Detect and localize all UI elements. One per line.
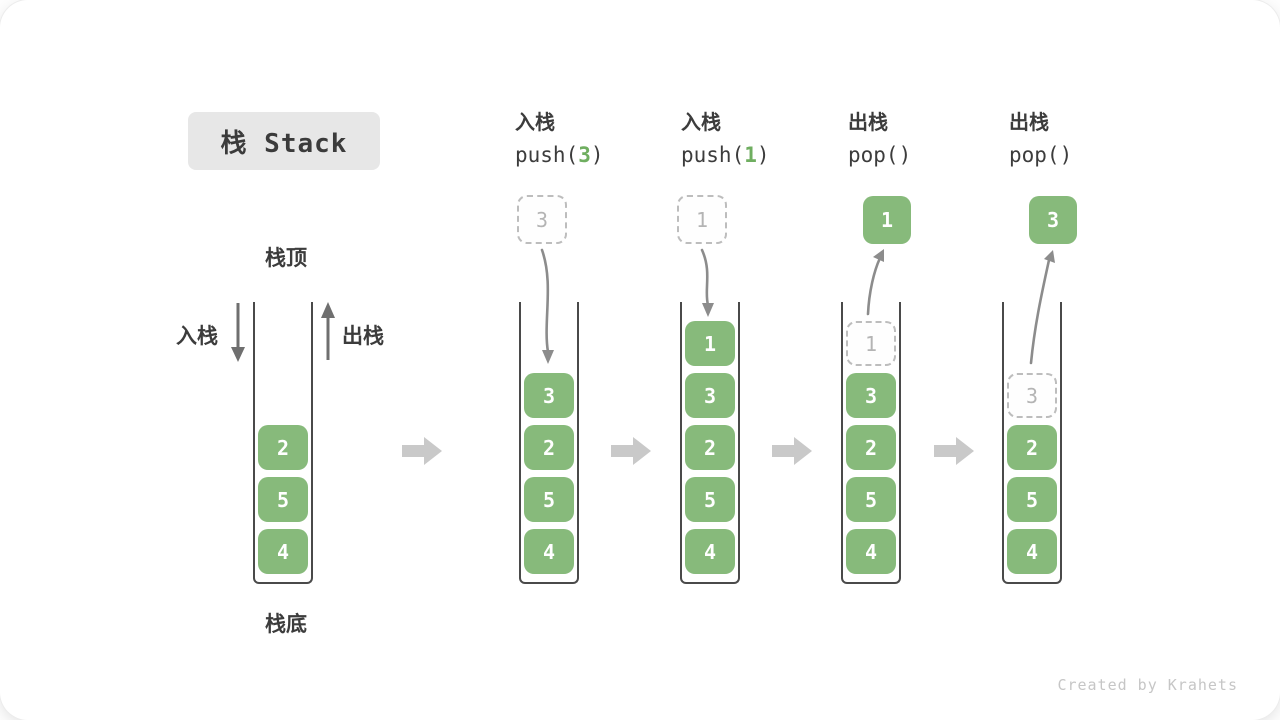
title-box: 栈 Stack (188, 112, 380, 170)
push-direction-label: 入栈 (176, 325, 218, 348)
stack-element: 5 (258, 477, 308, 522)
code-suffix: ) (1059, 143, 1073, 167)
removed-element-slot: 1 (846, 321, 896, 366)
stack-bottom-label: 栈底 (265, 613, 307, 636)
stack-element: 4 (1007, 529, 1057, 574)
flow-arrow-icon (402, 437, 442, 465)
incoming-element-1: 1 (677, 195, 727, 244)
code-prefix: pop( (848, 143, 899, 167)
stack-element: 3 (846, 373, 896, 418)
stack-element: 2 (524, 425, 574, 470)
stack-element: 2 (685, 425, 735, 470)
operation-code: push(3) (515, 143, 665, 167)
operation-header-pop-3: 出栈 pop() (1009, 106, 1159, 167)
stack-element: 4 (846, 529, 896, 574)
stack-element: 2 (1007, 425, 1057, 470)
stack-element: 3 (685, 373, 735, 418)
flow-arrow-icon (611, 437, 651, 465)
stack-element: 4 (258, 529, 308, 574)
code-prefix: pop( (1009, 143, 1060, 167)
operation-name: 出栈 (1009, 112, 1049, 134)
operation-code: pop() (848, 143, 998, 167)
flow-arrow-icon (772, 437, 812, 465)
pop-up-arrow-icon (321, 302, 335, 360)
stack-element: 5 (524, 477, 574, 522)
page-title: 栈 Stack (220, 128, 348, 159)
code-argument: 1 (744, 143, 757, 167)
flow-arrow-icon (934, 437, 974, 465)
stack-element: 1 (685, 321, 735, 366)
operation-name: 出栈 (848, 112, 888, 134)
stack-top-label: 栈顶 (265, 247, 307, 270)
code-suffix: ) (590, 143, 604, 167)
code-prefix: push( (515, 143, 579, 167)
code-argument: 3 (578, 143, 591, 167)
pop-direction-label: 出栈 (342, 325, 384, 348)
stack-element: 4 (524, 529, 574, 574)
push-down-arrow-icon (231, 303, 245, 362)
stack-element: 3 (524, 373, 574, 418)
stack-element: 5 (1007, 477, 1057, 522)
stack-element: 4 (685, 529, 735, 574)
operation-code: pop() (1009, 143, 1159, 167)
watermark: Created by Krahets (1057, 676, 1238, 694)
code-prefix: push( (681, 143, 745, 167)
operation-header-push-3: 入栈 push(3) (515, 106, 665, 167)
removed-element-slot: 3 (1007, 373, 1057, 418)
code-suffix: ) (756, 143, 770, 167)
popped-element-3: 3 (1029, 196, 1077, 244)
popped-element-1: 1 (863, 196, 911, 244)
operation-code: push(1) (681, 143, 831, 167)
stack-element: 2 (258, 425, 308, 470)
stack-element: 2 (846, 425, 896, 470)
operation-name: 入栈 (515, 112, 555, 134)
stack-element: 5 (846, 477, 896, 522)
operation-header-pop-1: 出栈 pop() (848, 106, 998, 167)
incoming-element-3: 3 (517, 195, 567, 244)
stack-element: 5 (685, 477, 735, 522)
code-suffix: ) (898, 143, 912, 167)
operation-header-push-1: 入栈 push(1) (681, 106, 831, 167)
operation-name: 入栈 (681, 112, 721, 134)
